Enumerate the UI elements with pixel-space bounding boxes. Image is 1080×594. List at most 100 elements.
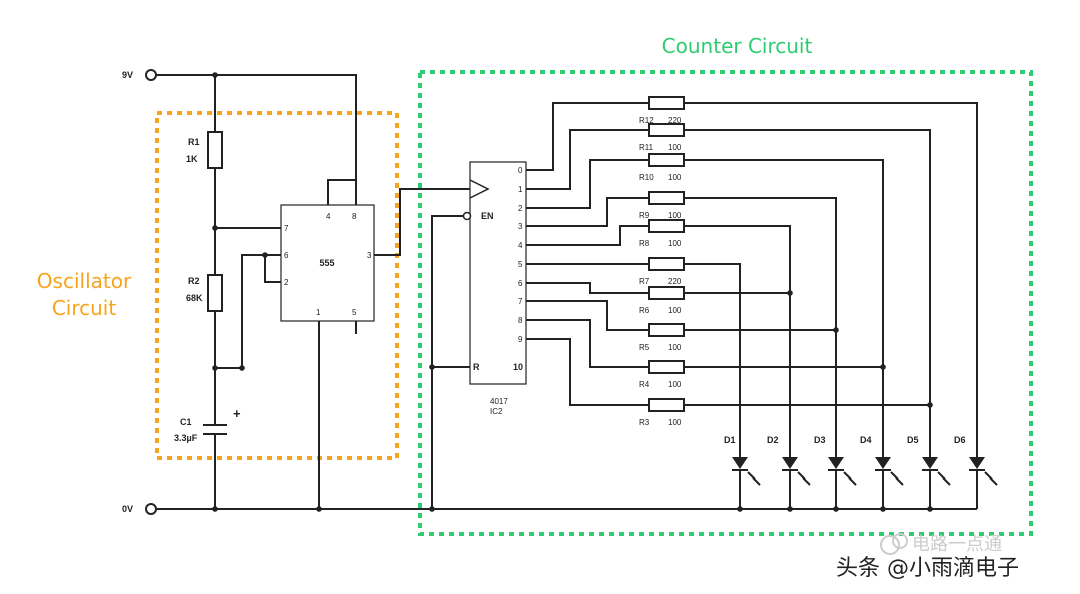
r12-value: 220 [668,116,682,125]
junction-dot [316,506,322,512]
en-label: EN [481,211,494,221]
ground-label: 0V [122,504,133,514]
r10-name: R10 [639,173,654,182]
junction-dot [787,506,793,512]
r8-name: R8 [639,239,650,248]
wire-out2-r10 [526,159,884,457]
wire-out5-r7 [526,263,741,457]
wire-out1-r11 [526,129,931,457]
r10-value: 100 [668,173,682,182]
resistor-r1 [207,131,223,169]
led-d4 [875,457,904,509]
resistor-r6 [648,286,685,300]
junction-dot [429,506,435,512]
out-label-1: 1 [518,185,523,194]
led-d2-label: D2 [767,435,779,445]
pin-2-label: 2 [284,278,289,287]
resistor-r11 [648,123,685,137]
wire-out8-r4 [526,319,883,368]
r3-name: R3 [639,418,650,427]
junction-dot [212,72,218,78]
watermark-channel: 电路一点通 [912,534,1002,555]
junction-dot [429,364,435,370]
resistor-r2 [207,274,223,312]
r12-name: R12 [639,116,654,125]
c1-plus: + [233,406,241,421]
ground-terminal [145,503,157,515]
pin-4-label: 4 [326,212,331,221]
junction-dot [833,506,839,512]
resistor-r12 [648,96,685,110]
r9-name: R9 [639,211,650,220]
counter-label: Counter Circuit [662,34,813,58]
c1-name: C1 [180,417,192,427]
pin-8-label: 8 [352,212,357,221]
supply-label: 9V [122,70,133,80]
junction-dot [927,506,933,512]
junction-dot [833,327,839,333]
junction-dot [880,364,886,370]
out-label-0: 0 [518,166,523,175]
r7-name: R7 [639,277,650,286]
r6-name: R6 [639,306,650,315]
led-d6-label: D6 [954,435,966,445]
clock-triangle [469,179,490,199]
resistor-r3 [648,398,685,412]
wire-clock [374,188,470,256]
resistor-r10 [648,153,685,167]
pin-6-label: 6 [284,251,289,260]
r2-name: R2 [188,276,200,286]
resistor-r9 [648,191,685,205]
c1-value: 3.3µF [174,433,198,443]
pin-1-label: 1 [316,308,321,317]
wire-out6-r6 [526,282,790,294]
ic-4017 [469,161,527,385]
counter-region-box [418,70,1033,536]
led-d3 [828,457,857,509]
wire-out3-r9 [526,197,837,457]
r8-value: 100 [668,239,682,248]
out-label-3: 3 [518,222,523,231]
reset-label: R [473,362,480,372]
r9-value: 100 [668,211,682,220]
ic-4017-ref: IC2 [490,407,503,416]
resistor-r8 [648,219,685,233]
junction-dot [880,506,886,512]
out-label-2: 2 [518,204,523,213]
wire-out7-r5 [526,300,836,331]
r11-value: 100 [668,143,682,152]
r11-name: R11 [639,143,654,152]
r5-name: R5 [639,343,650,352]
r1-value: 1K [186,154,198,164]
oscillator-label-line1: Oscillator [37,269,132,293]
junction-dot [212,506,218,512]
supply-terminal [145,69,157,81]
led-d1-label: D1 [724,435,736,445]
pin-3-label: 3 [367,251,372,260]
enable-bubble [462,211,472,221]
led-d3-label: D3 [814,435,826,445]
pin-5-label: 5 [352,308,357,317]
r6-value: 100 [668,306,682,315]
r3-value: 100 [668,418,682,427]
led-d6 [969,457,998,509]
junction-dot [787,290,793,296]
junction-dot [262,252,268,258]
wire-pin4-pin8 [327,179,356,205]
watermark-author: 头条 @小雨滴电子 [836,556,1019,581]
wire-out9-r3 [526,338,930,406]
supply-rail [156,74,357,210]
wire-out4-r8 [526,225,791,457]
resistor-r4 [648,360,685,374]
wire-pin2 [264,255,281,283]
out-label-9: 9 [518,335,523,344]
r1-name: R1 [188,137,200,147]
resistor-r5 [648,323,685,337]
wire-pin6 [241,254,281,368]
led-d5-label: D5 [907,435,919,445]
capacitor-c1 [203,424,227,435]
junction-dot [239,365,245,371]
led-d4-label: D4 [860,435,872,445]
ic-555-label: 555 [319,258,334,268]
